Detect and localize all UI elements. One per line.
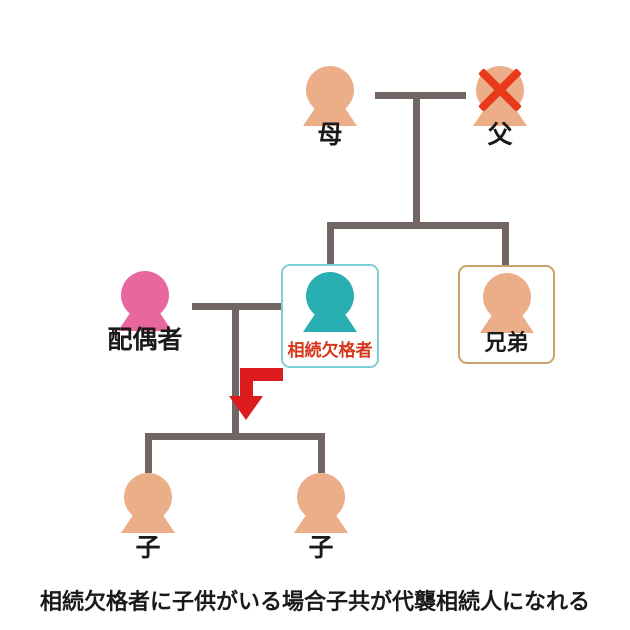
spouse-person-icon — [118, 271, 172, 331]
person-head-shape — [483, 273, 531, 321]
child-right-drop-line — [318, 433, 325, 473]
children-branch-line — [145, 433, 325, 440]
child-left-person-icon — [121, 473, 175, 533]
person-head-shape — [297, 473, 345, 521]
disqualified-label: 相続欠格者 — [287, 341, 373, 361]
child-right-person-icon — [294, 473, 348, 533]
mother-label: 母 — [317, 121, 343, 149]
child-right-label: 子 — [308, 534, 334, 562]
person-head-shape — [306, 66, 354, 114]
disqualified-drop-line — [327, 222, 334, 266]
disqualified-person-icon — [303, 272, 357, 332]
diagram-caption: 相続欠格者に子供がいる場合子共が代襲相続人になれる — [39, 589, 590, 614]
spouse-label: 配偶者 — [107, 326, 183, 354]
father-label: 父 — [487, 121, 513, 149]
sibling-person-icon — [480, 273, 534, 333]
disqualified-heir-box: 相続欠格者 — [281, 264, 379, 368]
children-descent-line — [232, 303, 239, 440]
deceased-cross-icon — [475, 66, 525, 114]
mother-person-icon — [303, 66, 357, 126]
person-head-shape — [121, 271, 169, 319]
parents-descent-line — [413, 92, 420, 229]
person-head-shape — [124, 473, 172, 521]
sibling-drop-line — [502, 222, 509, 268]
father-person-icon — [473, 66, 527, 126]
sibling-box: 兄弟 — [458, 265, 555, 364]
sibling-label: 兄弟 — [484, 329, 529, 355]
child-left-drop-line — [145, 433, 152, 473]
child-left-label: 子 — [135, 534, 161, 562]
siblings-branch-line — [327, 222, 509, 229]
substitution-arrow-icon — [228, 368, 286, 422]
parents-couple-line — [375, 92, 466, 99]
person-head-shape — [306, 272, 354, 320]
